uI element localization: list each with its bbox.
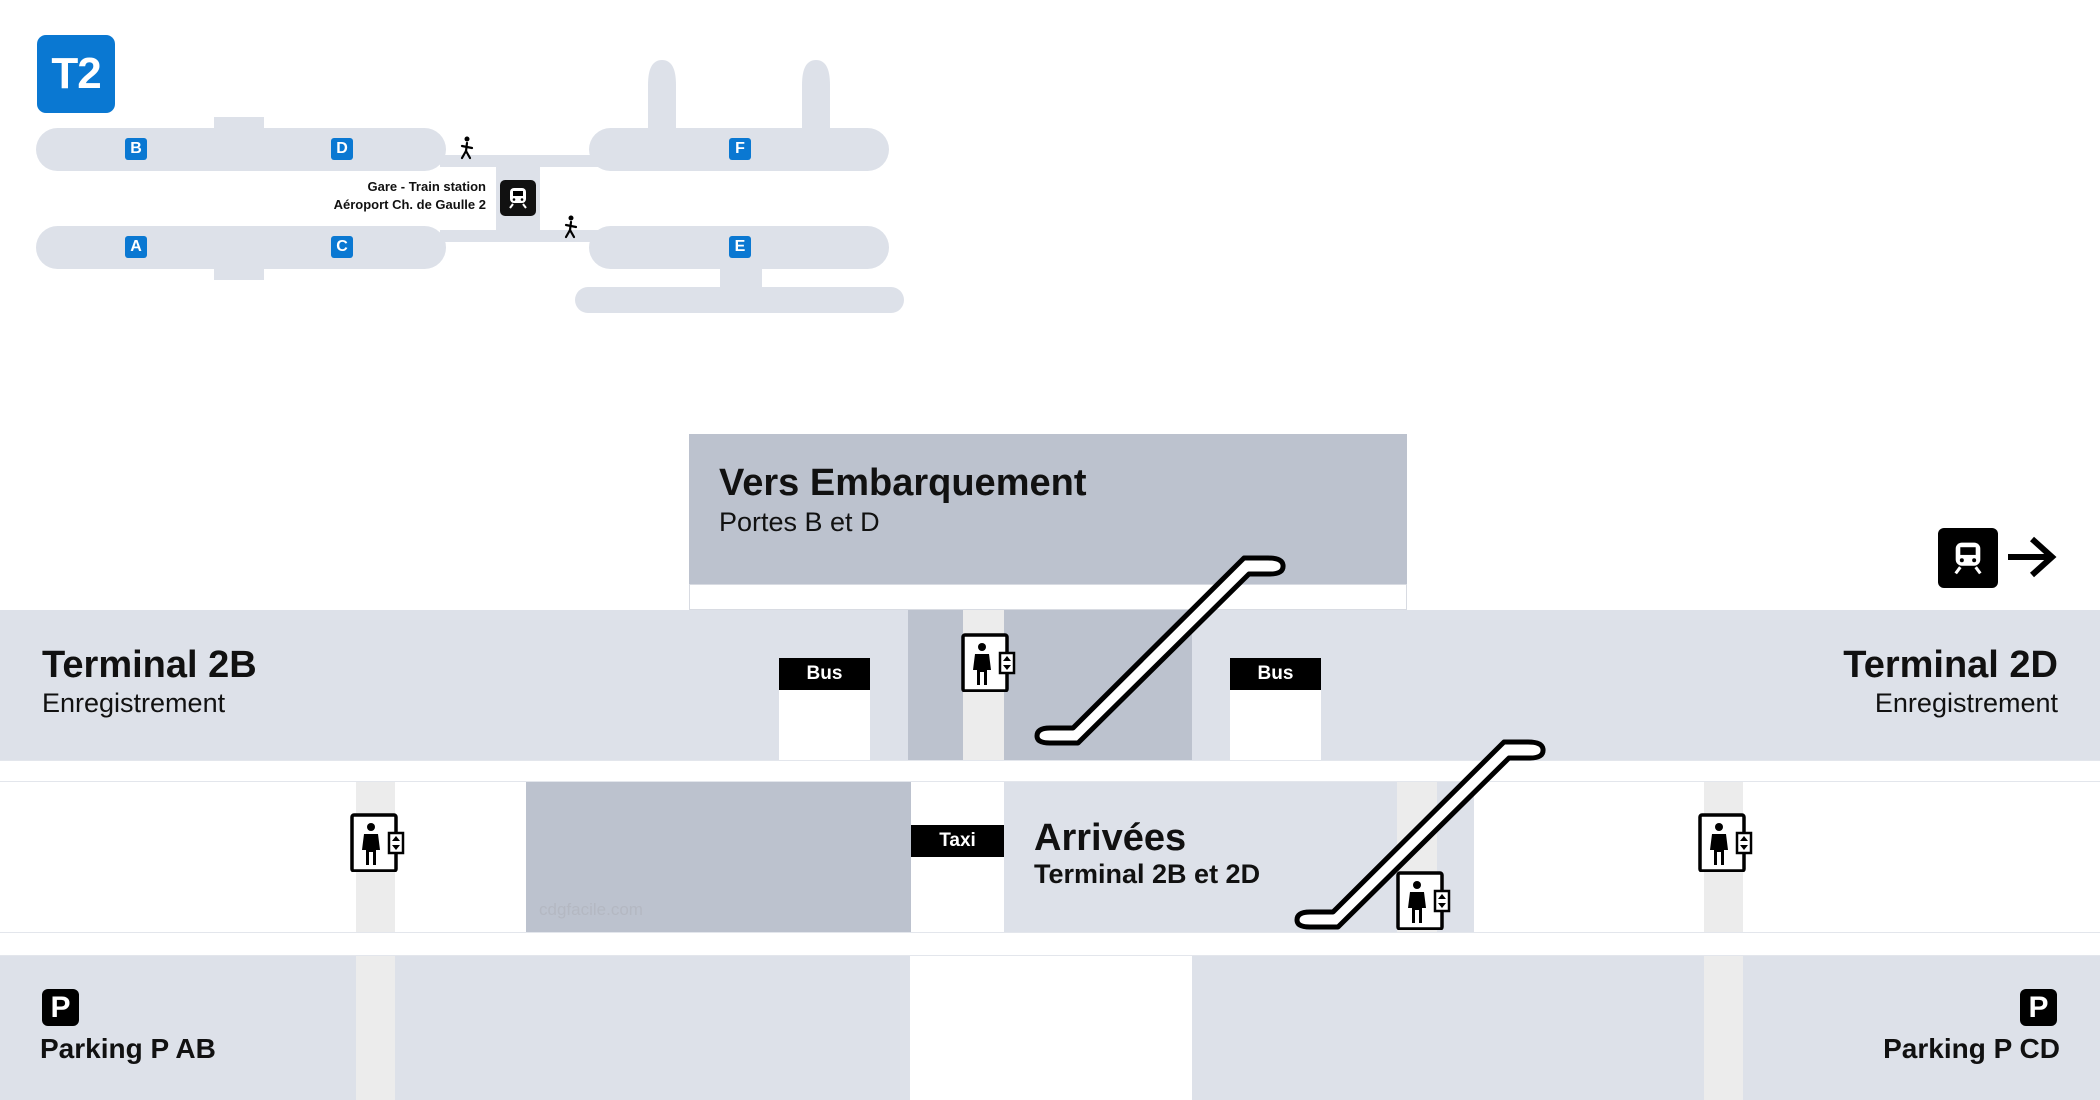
pillar	[356, 956, 395, 1100]
arrow-right-icon	[2008, 536, 2057, 578]
parking-cd-area	[1192, 956, 2100, 1100]
gate-a-icon: A	[125, 236, 147, 258]
pedestrian-icon	[564, 215, 578, 239]
boarding-ledge	[689, 584, 1407, 610]
terminal-2d-subtitle: Enregistrement	[1874, 688, 2058, 718]
boarding-area	[689, 434, 1407, 584]
taxi-sign: Taxi	[911, 825, 1004, 857]
bus-sign-left: Bus	[779, 658, 870, 690]
bus-stop-area	[1230, 690, 1321, 760]
pillar	[1704, 956, 1743, 1100]
gate-d-icon: D	[331, 138, 353, 160]
terminal-badge: T2	[37, 35, 115, 113]
bus-stop-area	[779, 690, 870, 760]
station-label-line2: Aéroport Ch. de Gaulle 2	[333, 197, 486, 212]
elevator-icon	[960, 632, 1018, 697]
arrivals-subtitle: Terminal 2B et 2D	[1034, 859, 1261, 889]
parking-icon: P	[42, 989, 79, 1026]
boarding-title: Vers Embarquement	[719, 462, 1087, 504]
station-label-line1: Gare - Train station	[367, 179, 486, 194]
elevator-icon	[349, 812, 407, 877]
gate-e-icon: E	[729, 236, 751, 258]
elevator-icon	[1395, 870, 1453, 935]
parking-icon: P	[2020, 989, 2057, 1026]
train-icon	[1938, 528, 1998, 588]
parking-ab-area	[0, 956, 910, 1100]
parking-ab-label: Parking P AB	[40, 1033, 216, 1064]
terminal-2b-subtitle: Enregistrement	[42, 688, 226, 718]
escalator-icon	[1294, 739, 1546, 930]
terminal-2b-title: Terminal 2B	[42, 644, 257, 686]
taxi-stand-area	[911, 857, 1004, 932]
elevator-icon	[1697, 812, 1755, 877]
pedestrian-icon	[460, 136, 474, 160]
gate-f-icon: F	[729, 138, 751, 160]
gate-b-icon: B	[125, 138, 147, 160]
taxi-zone	[526, 782, 911, 932]
gate-c-icon: C	[331, 236, 353, 258]
station-label: Gare - Train station Aéroport Ch. de Gau…	[334, 178, 486, 214]
train-icon	[500, 180, 536, 216]
parking-cd-label: Parking P CD	[1883, 1033, 2060, 1064]
terminal-minimap	[36, 60, 904, 313]
bus-sign-right: Bus	[1230, 658, 1321, 690]
terminal-2d-title: Terminal 2D	[1843, 644, 2058, 686]
boarding-subtitle: Portes B et D	[719, 507, 880, 537]
floor-slab	[0, 932, 2100, 956]
floor-slab	[0, 760, 2100, 782]
watermark: cdgfacile.com	[539, 900, 643, 919]
escalator-icon	[1034, 555, 1286, 746]
arrivals-title: Arrivées	[1034, 817, 1187, 859]
